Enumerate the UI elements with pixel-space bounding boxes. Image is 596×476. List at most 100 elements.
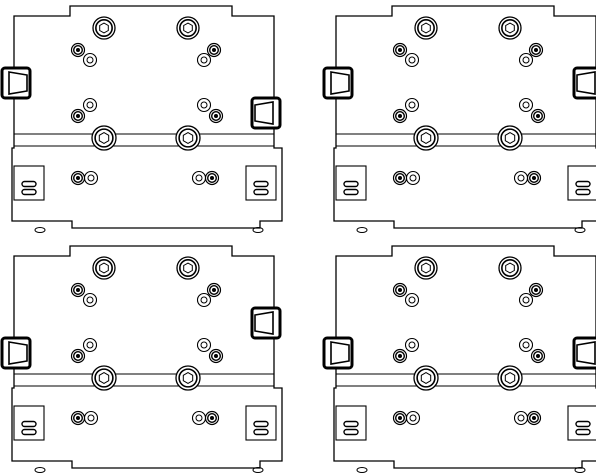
dowel-upper-right-light-inner <box>522 56 530 64</box>
bolt-mid-right-ring <box>500 368 520 388</box>
dowel-upper-left-light-inner <box>408 56 416 64</box>
foot-0 <box>356 227 368 233</box>
foot-1 <box>252 227 264 233</box>
dowel-upper-right-light <box>196 292 212 308</box>
base-plate <box>333 5 596 229</box>
bolt-top-left-hex <box>99 262 109 274</box>
dowel-middle-right-dark-core <box>214 114 218 118</box>
bolt-top-left-ring <box>417 19 435 37</box>
dowel-lower-right-dark-core <box>532 416 536 420</box>
dowel-upper-left-light <box>82 292 98 308</box>
bolt-mid-left-ring <box>94 128 114 148</box>
dowel-middle-left-light-inner <box>408 341 416 349</box>
clamp-jaw <box>330 341 350 365</box>
dowel-upper-right-dark-core <box>212 48 216 52</box>
dowel-lower-left-light <box>405 410 421 426</box>
bolt-top-left-ring <box>417 259 435 277</box>
dowel-upper-left-dark-mid <box>395 285 406 296</box>
dowel-middle-left-light-inner <box>86 101 94 109</box>
dowel-upper-left-dark-core <box>398 288 402 292</box>
dowel-lower-right-light-inner <box>517 414 525 422</box>
toggle-clamp-left <box>0 336 32 370</box>
slot-0 <box>21 180 37 188</box>
foot-0 <box>356 467 368 473</box>
slot-1 <box>343 188 359 196</box>
clamp-body <box>572 336 596 370</box>
dowel-upper-left-light <box>404 52 420 68</box>
bolt-mid-right-ring <box>178 128 198 148</box>
bolt-top-left-ring <box>95 19 113 37</box>
dowel-upper-left-light <box>82 52 98 68</box>
dowel-middle-left-dark-mid <box>73 350 84 361</box>
dowel-middle-right-light-inner <box>522 101 530 109</box>
clamp-jaw <box>8 71 28 95</box>
dowel-middle-right-dark-core <box>536 114 540 118</box>
bolt-mid-right-ring <box>500 128 520 148</box>
dowel-lower-left-dark-core <box>398 176 402 180</box>
dowel-lower-left-light-inner <box>409 414 417 422</box>
dowel-middle-left-dark-core <box>76 354 80 358</box>
dowel-middle-right-light-inner <box>522 341 530 349</box>
slot-3 <box>253 428 269 436</box>
dowel-lower-right-light <box>191 170 207 186</box>
bolt-top-right-ring <box>179 259 197 277</box>
dowel-middle-right-light <box>196 97 212 113</box>
dowel-upper-right-dark-mid <box>208 45 219 56</box>
fixture-panel-4 <box>322 245 596 473</box>
slot-2 <box>253 180 269 188</box>
dowel-upper-right-dark-mid <box>208 285 219 296</box>
clamp-jaw <box>254 101 274 125</box>
slot-0 <box>21 420 37 428</box>
bolt-top-right-ring <box>501 19 519 37</box>
dowel-upper-right-light-inner <box>200 296 208 304</box>
bolt-top-right-hex <box>183 22 193 34</box>
dowel-lower-left-light-inner <box>87 414 95 422</box>
slot-3 <box>575 188 591 196</box>
foot-1 <box>252 467 264 473</box>
dowel-upper-right-dark-mid <box>530 45 541 56</box>
dowel-upper-right-dark-core <box>534 288 538 292</box>
base-plate <box>11 245 283 469</box>
dowel-upper-left-dark-core <box>76 48 80 52</box>
foot-1 <box>574 467 586 473</box>
bolt-mid-left-hex <box>420 132 432 144</box>
dowel-lower-right-dark-mid <box>206 412 217 423</box>
dowel-middle-right-dark-mid <box>532 110 543 121</box>
bolt-mid-left-ring <box>416 128 436 148</box>
dowel-upper-left-dark-mid <box>73 285 84 296</box>
dowel-upper-left-dark-core <box>398 48 402 52</box>
slot-2 <box>253 420 269 428</box>
fixture-panel-2 <box>322 5 596 233</box>
dowel-upper-left-dark-mid <box>395 45 406 56</box>
clamp-jaw <box>8 341 28 365</box>
clamp-jaw <box>576 341 596 365</box>
clamp-jaw <box>330 71 350 95</box>
dowel-upper-right-dark-mid <box>530 285 541 296</box>
dowel-upper-left-dark-mid <box>73 45 84 56</box>
dowel-upper-right-dark-core <box>534 48 538 52</box>
bolt-mid-right-hex <box>504 372 516 384</box>
slot-3 <box>575 428 591 436</box>
dowel-upper-left-light-inner <box>86 56 94 64</box>
dowel-middle-left-dark-core <box>76 114 80 118</box>
fixture-panel-1 <box>0 5 283 233</box>
dowel-middle-right-dark-mid <box>210 350 221 361</box>
dowel-middle-left-light <box>404 337 420 353</box>
clamp-jaw <box>576 71 596 95</box>
dowel-lower-right-dark-core <box>532 176 536 180</box>
dowel-middle-right-dark-core <box>536 354 540 358</box>
bolt-top-right-ring <box>501 259 519 277</box>
bolt-mid-right-ring <box>178 368 198 388</box>
toggle-clamp-left <box>0 66 32 100</box>
dowel-lower-left-dark-core <box>76 176 80 180</box>
dowel-middle-left-light <box>82 337 98 353</box>
dowel-lower-left-light-inner <box>87 174 95 182</box>
dowel-middle-left-light <box>82 97 98 113</box>
dowel-upper-right-light <box>518 292 534 308</box>
toggle-clamp-right <box>250 306 282 340</box>
dowel-upper-left-light <box>404 292 420 308</box>
bolt-mid-left-hex <box>98 132 110 144</box>
dowel-lower-right-dark-mid <box>528 172 539 183</box>
bolt-mid-right-hex <box>504 132 516 144</box>
